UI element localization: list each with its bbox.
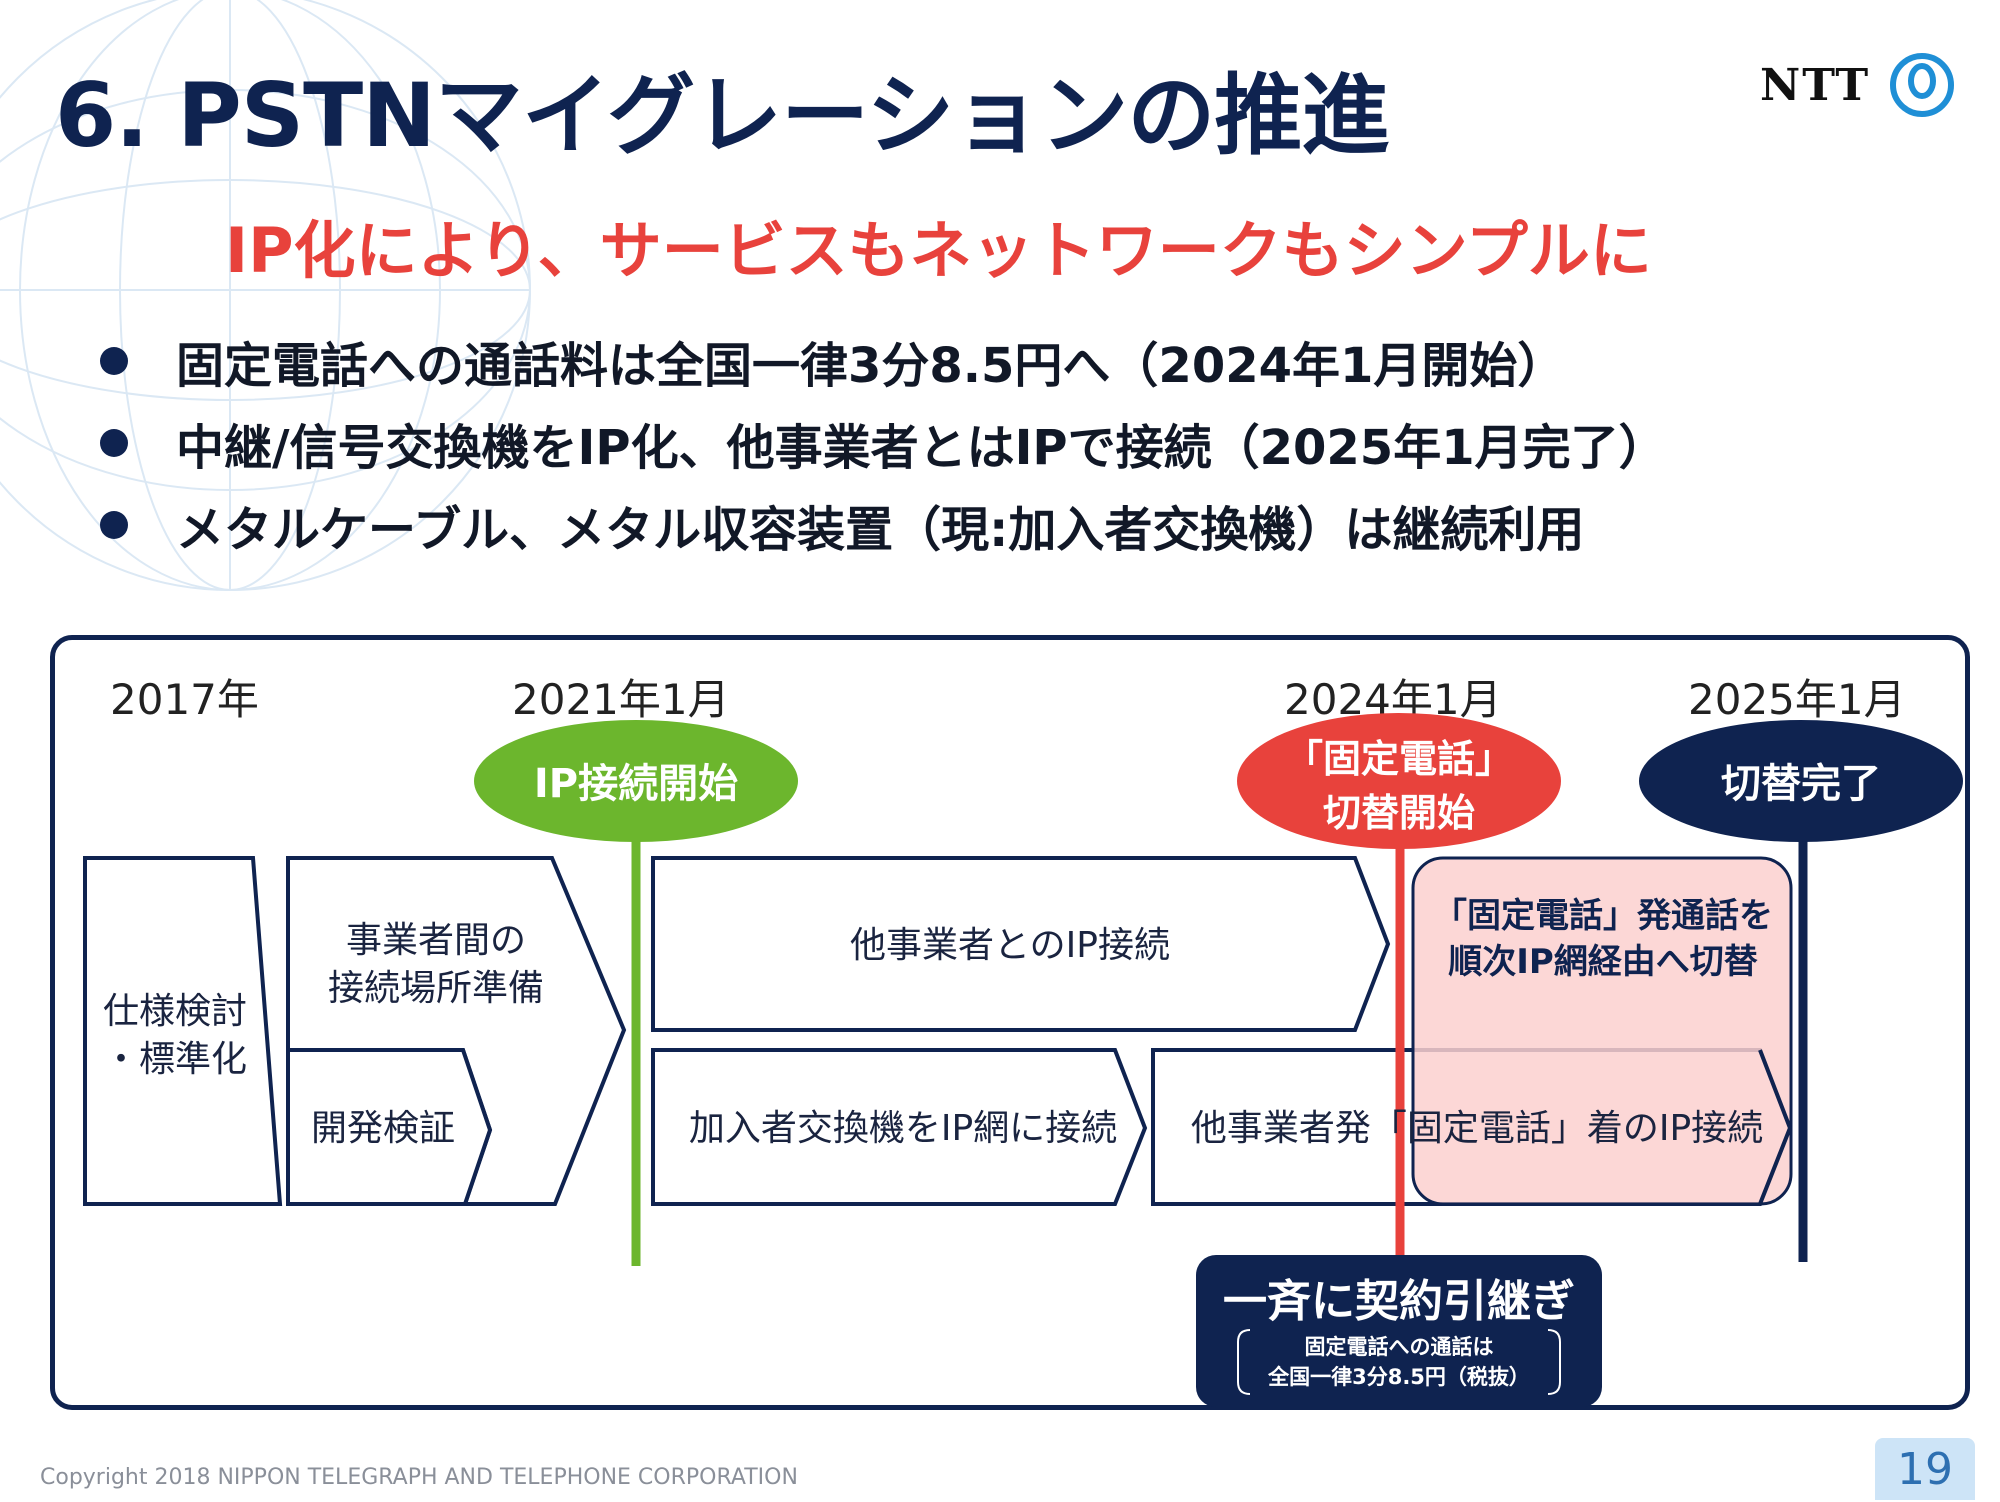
milestone-text-switch-start-line2: 切替開始 (1323, 791, 1475, 835)
bullet-item: メタルケーブル、メタル収容装置（現:加入者交換機）は継続利用 (100, 484, 1667, 566)
bullet-text: メタルケーブル、メタル収容装置（現:加入者交換機）は継続利用 (176, 502, 1585, 558)
timeline-panel (50, 635, 1970, 1410)
contract-note-bracket-right (1547, 1329, 1561, 1395)
ntt-logo: NTT (1760, 50, 1956, 120)
phase-subscriber-shape (651, 1048, 1148, 1206)
phase-prep-label-line2: 接続場所準備 (328, 968, 544, 1009)
contract-note-line1: 固定電話への通話は (1305, 1335, 1494, 1359)
phase-dev-label: 開発検証 (311, 1108, 455, 1149)
phase-dev-shape (286, 1048, 493, 1206)
year-label-2025: 2025年1月 (1688, 675, 1906, 724)
globe-background-graphic (0, 0, 531, 591)
logo-text: NTT (1760, 59, 1871, 111)
switch-box-label-line2: 順次IP網経由へ切替 (1448, 942, 1758, 982)
switch-box-label-line1: 「固定電話」発通話を (1433, 896, 1773, 936)
page-number-badge: 19 (1875, 1438, 1975, 1500)
bullet-item: 中継/信号交換機をIP化、他事業者とはIPで接続（2025年1月完了） (100, 402, 1667, 484)
contract-note-bracket-left (1237, 1329, 1251, 1395)
milestone-bubble-switch-start (1237, 713, 1561, 849)
contract-title: 一斉に契約引継ぎ (1223, 1276, 1575, 1327)
year-label-2017: 2017年 (110, 675, 259, 724)
milestone-text-ip-start: IP接続開始 (534, 761, 738, 807)
phase-other-ip-shape (651, 856, 1391, 1032)
switch-box (1411, 856, 1793, 1206)
phase-spec-label-line2: ・標準化 (103, 1039, 247, 1080)
bullet-item: 固定電話への通話料は全国一律3分8.5円へ（2024年1月開始） (100, 320, 1667, 402)
milestone-bubble-ip-start (474, 720, 798, 842)
phase-fixed-ip-arrow-tip (1758, 1049, 1793, 1205)
contract-note-line2: 全国一律3分8.5円（税抜） (1267, 1365, 1530, 1389)
phase-prep-label-line1: 事業者間の (346, 920, 526, 961)
milestone-text-switch-start-line1: 「固定電話」 (1285, 737, 1513, 781)
subtitle: IP化により、サービスもネットワークもシンプルに (225, 214, 1652, 287)
phase-fixed-ip-label: 他事業者発「固定電話」着のIP接続 (1191, 1108, 1763, 1149)
ntt-symbol-icon (1890, 53, 1955, 117)
phase-subscriber-label: 加入者交換機をIP網に接続 (689, 1108, 1117, 1149)
bullet-icon (100, 347, 128, 375)
bullet-icon (100, 511, 128, 539)
phase-other-ip-label: 他事業者とのIP接続 (850, 925, 1170, 966)
page-title: 6. PSTNマイグレーションの推進 (55, 64, 1389, 167)
milestone-text-switch-complete: 切替完了 (1721, 761, 1881, 807)
phase-spec-label-line1: 仕様検討 (103, 991, 247, 1032)
bullet-text: 中継/信号交換機をIP化、他事業者とはIPで接続（2025年1月完了） (176, 420, 1667, 476)
bullet-text: 固定電話への通話料は全国一律3分8.5円へ（2024年1月開始） (176, 338, 1566, 394)
bullet-icon (100, 429, 128, 457)
year-label-2021: 2021年1月 (512, 675, 730, 724)
contract-box (1196, 1255, 1602, 1407)
phase-spec-shape (83, 856, 283, 1206)
copyright-footer: Copyright 2018 NIPPON TELEGRAPH AND TELE… (40, 1465, 798, 1490)
bullet-list: 固定電話への通話料は全国一律3分8.5円へ（2024年1月開始） 中継/信号交換… (100, 320, 1667, 566)
milestone-bubble-switch-complete (1639, 720, 1963, 842)
